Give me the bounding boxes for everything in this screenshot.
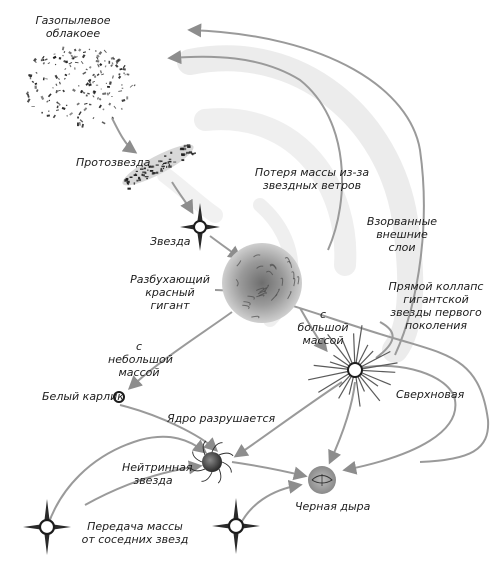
label-star: Звезда (150, 235, 191, 248)
evolution-arrows (47, 23, 490, 526)
label-gas-cloud: Газопылевое облакоее (35, 14, 111, 40)
binary-star-icon (23, 499, 71, 555)
label-supernova: Сверхновая (396, 388, 465, 401)
star-icon (180, 203, 220, 251)
label-blown-layers: Взорванные внешние слои (366, 215, 438, 254)
supernova-icon (308, 325, 398, 407)
label-white-dwarf: Белый карлик (42, 390, 124, 403)
label-mass-loss: Потеря массы из-за звездных ветров (254, 166, 370, 192)
label-neutron-star: Нейтринная звезда (122, 461, 193, 487)
gas-cloud-icon (25, 46, 136, 128)
label-protostar: Протозвезда (76, 156, 151, 169)
label-small-mass: с небольшой массой (108, 340, 173, 379)
red-giant-icon (222, 243, 302, 323)
neutron-star-icon (190, 440, 234, 484)
label-red-giant: Разбухающий красный гигант (130, 273, 210, 312)
white-dwarf-icon (113, 391, 125, 403)
label-core-collapses: Ядро разрушается (167, 412, 276, 425)
label-black-hole: Черная дыра (295, 500, 371, 513)
black-hole-icon (308, 466, 336, 494)
protostar-icon (122, 144, 196, 190)
label-mass-transfer: Передача массы от соседних звезд (81, 520, 189, 546)
binary-star-icon (212, 498, 260, 554)
label-direct-collapse: Прямой коллапс гигантской звезды первого… (388, 280, 484, 332)
label-large-mass: с большой массой (297, 308, 349, 347)
